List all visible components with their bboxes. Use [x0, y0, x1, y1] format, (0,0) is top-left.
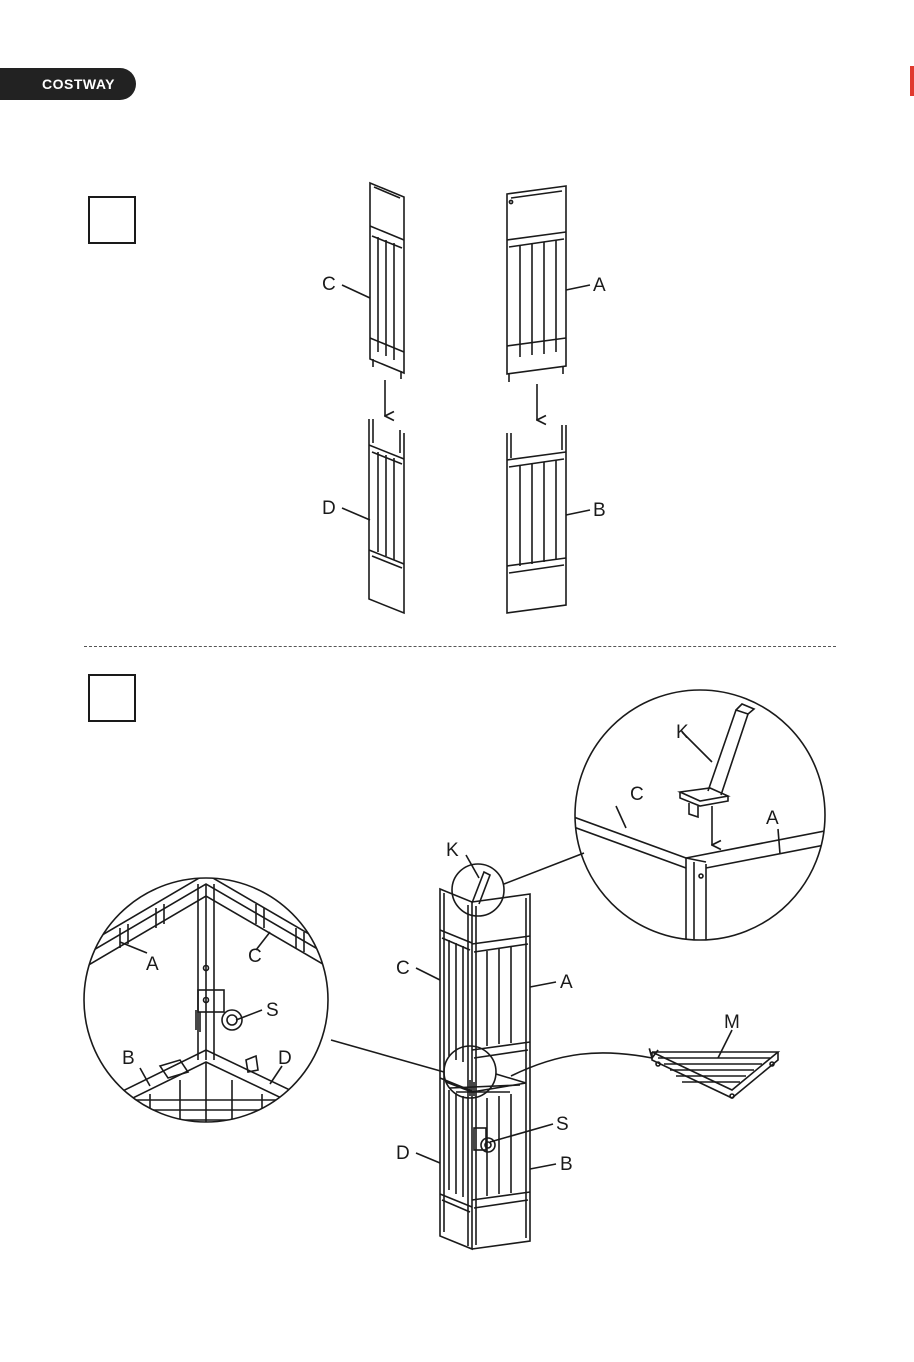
detail-right-content: [560, 704, 840, 960]
label-k-main: K: [446, 840, 459, 861]
detail-callout-top: [452, 864, 504, 916]
label-m-shelf: M: [724, 1012, 740, 1033]
label-a-detail: A: [766, 808, 779, 829]
label-panel-a: A: [593, 275, 606, 296]
label-b-main: B: [560, 1154, 573, 1175]
label-d-left: D: [278, 1048, 292, 1069]
label-a-main: A: [560, 972, 573, 993]
label-s-left: S: [266, 1000, 279, 1021]
corner-shelf-m: [652, 1052, 778, 1098]
label-panel-d: D: [322, 498, 336, 519]
label-s-main: S: [556, 1114, 569, 1135]
panel-d: [369, 419, 404, 613]
arrow-shelf-m: [511, 1053, 652, 1076]
panel-c: [370, 183, 404, 379]
panel-a: [507, 186, 566, 382]
label-panel-b: B: [593, 500, 606, 521]
label-a-left: A: [146, 954, 159, 975]
assembled-tower: [440, 872, 530, 1249]
panel-b: [507, 425, 566, 613]
label-d-main: D: [396, 1143, 410, 1164]
label-panel-c: C: [322, 274, 336, 295]
label-c-detail: C: [630, 784, 644, 805]
label-c-left: C: [248, 946, 262, 967]
label-c-main: C: [396, 958, 410, 979]
label-k-detail: K: [676, 722, 689, 743]
label-b-left: B: [122, 1048, 135, 1069]
detail-circle-right: [575, 690, 825, 940]
